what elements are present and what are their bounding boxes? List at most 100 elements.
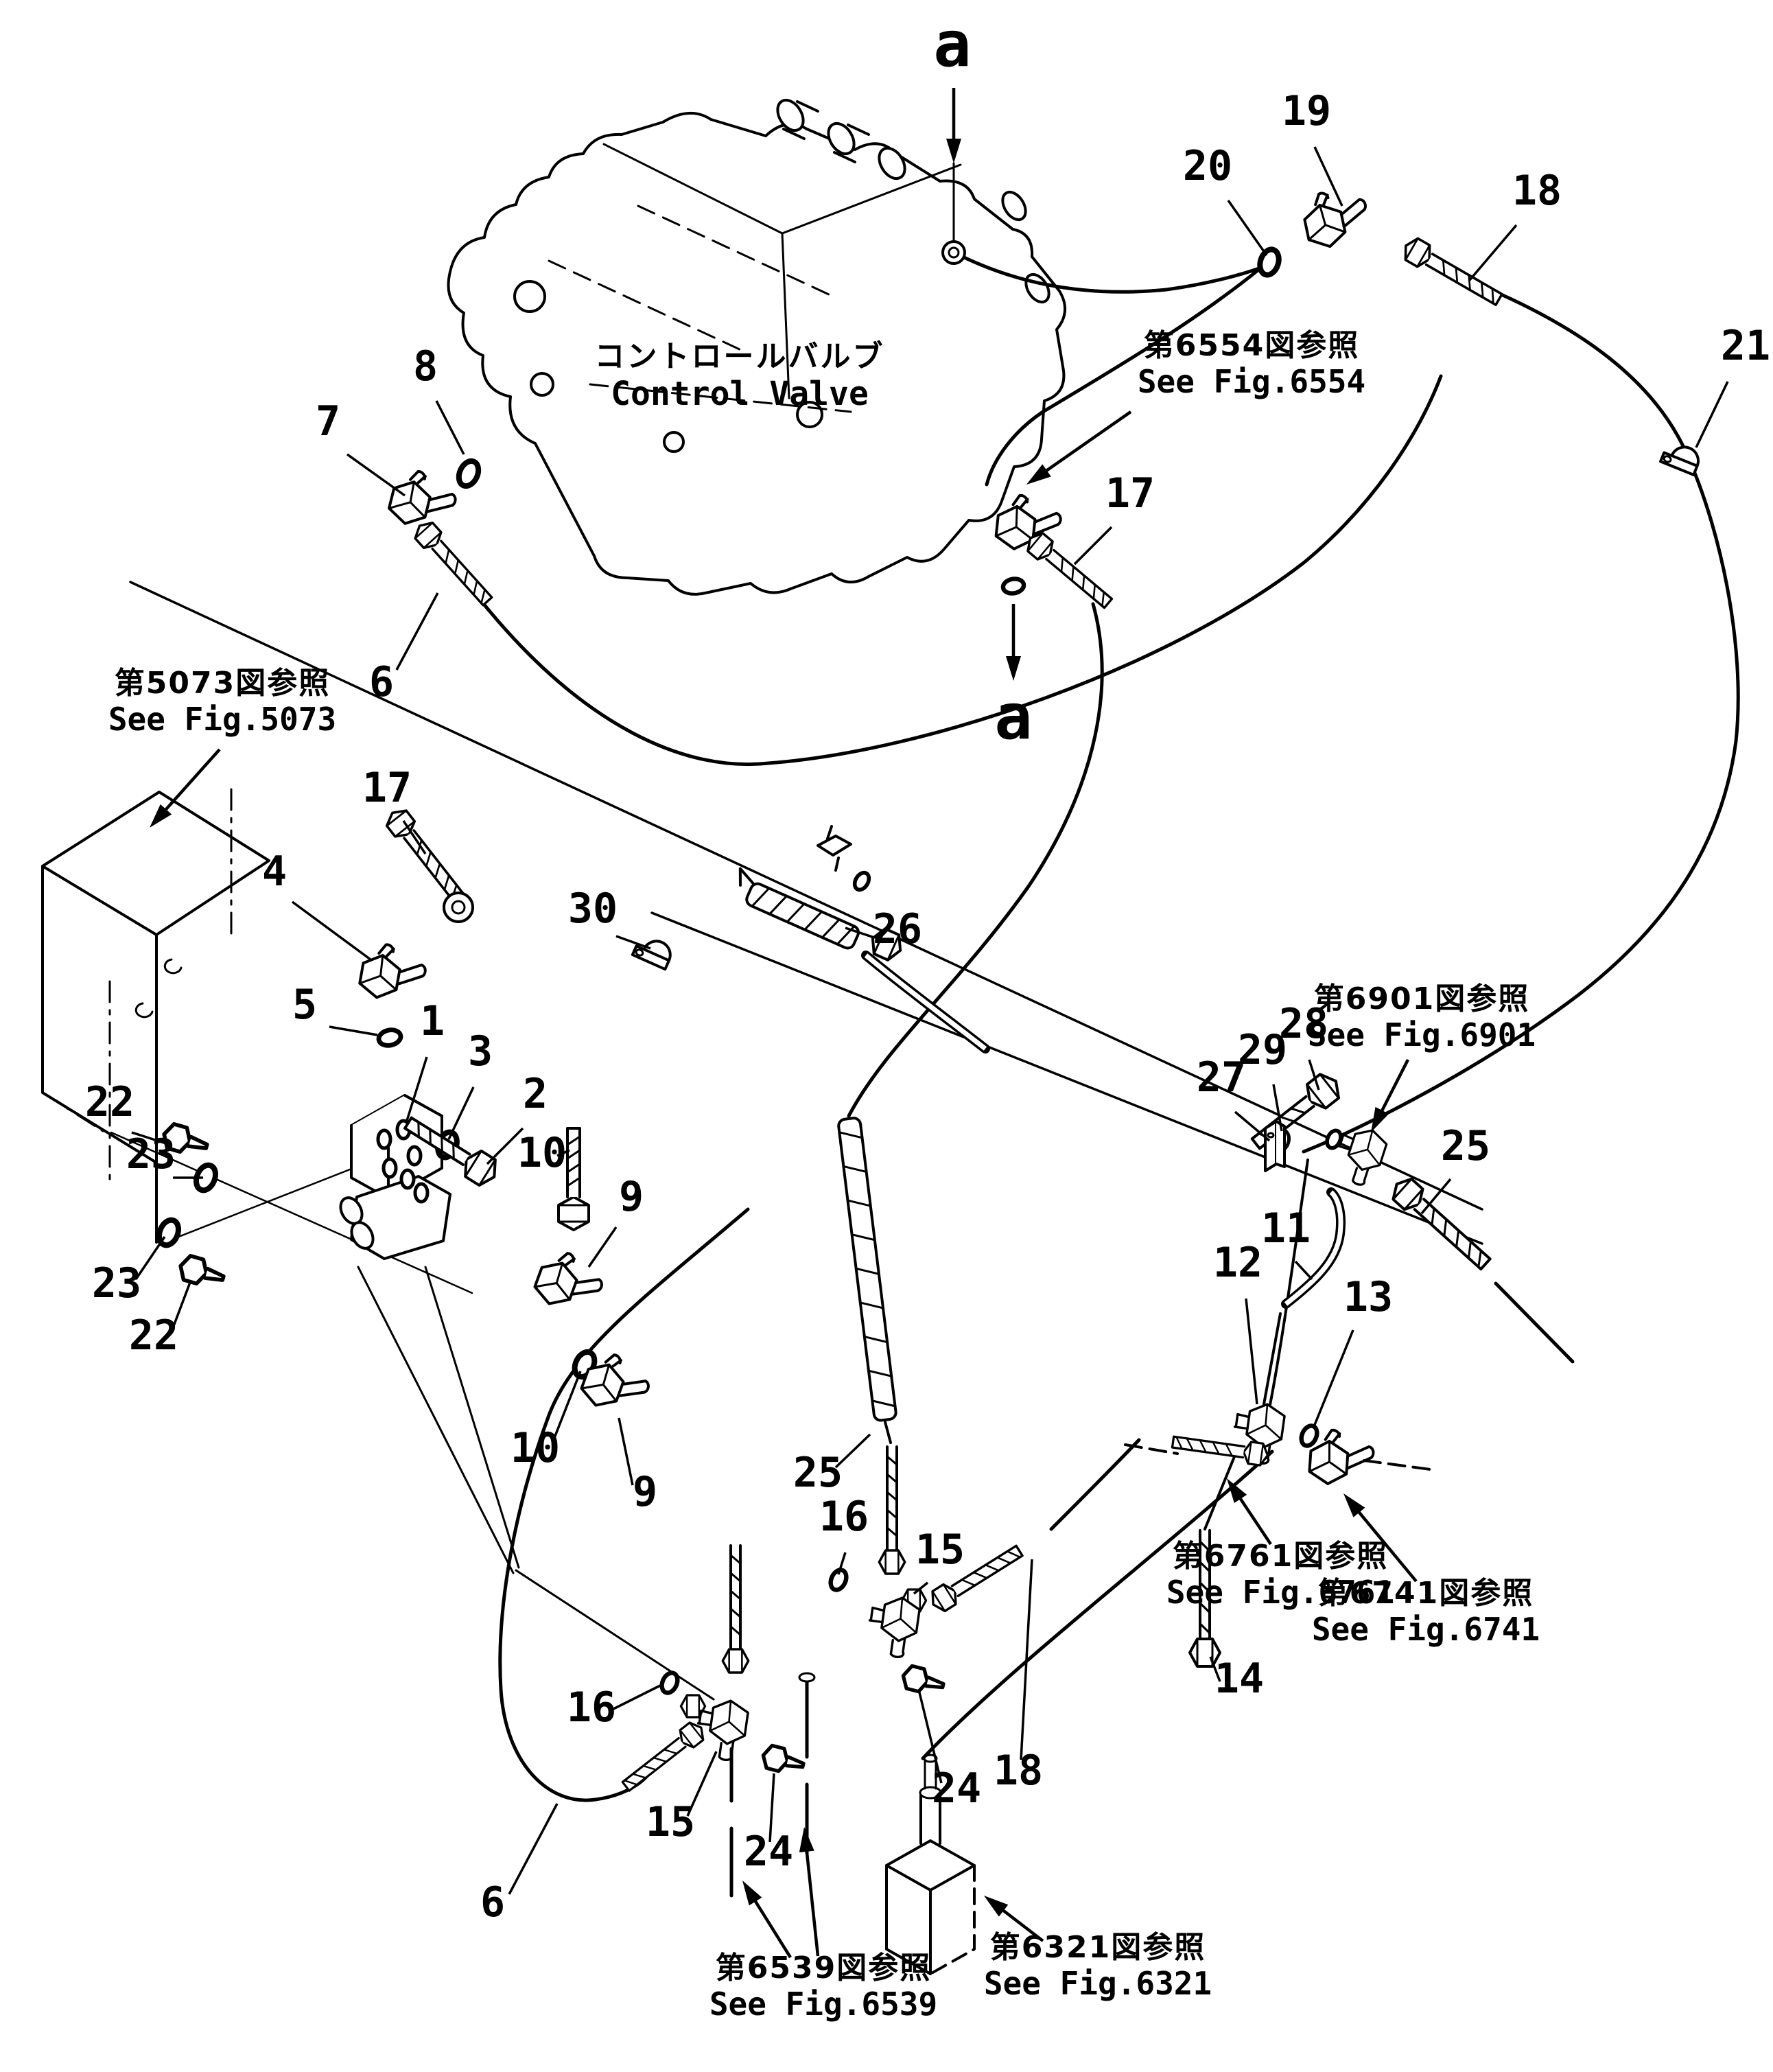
reference-note-jp: 第6901図参照: [1314, 981, 1529, 1016]
reference-note-en: See Fig.6554: [1138, 363, 1365, 400]
reference-note-jp: 第6741図参照: [1318, 1576, 1534, 1611]
part-label-2: 2: [523, 1070, 548, 1118]
leader-line: [1468, 224, 1518, 281]
part-label-9: 9: [633, 1468, 657, 1516]
part-label-15: 15: [915, 1526, 965, 1574]
leader-line: [329, 1025, 378, 1036]
oring-5: [377, 1028, 402, 1047]
part-label-26: 26: [873, 905, 922, 953]
leader-line: [405, 1056, 428, 1124]
fitting-26-assembly: [817, 825, 908, 965]
part-label-19: 19: [1282, 87, 1331, 135]
rod-above-tee-upper: [878, 1445, 906, 1575]
reference-note-jp: 第5073図参照: [115, 666, 330, 701]
wrapped-hose-26: [738, 867, 860, 950]
hoses: [478, 255, 1740, 1898]
oring-13: [1298, 1423, 1319, 1448]
leader-line: [131, 1131, 171, 1146]
part-label-20: 20: [1183, 142, 1232, 190]
part-label-17: 17: [362, 764, 412, 812]
reference-note-en: See Fig.6539: [709, 1986, 937, 2023]
part-label-13: 13: [1343, 1273, 1393, 1321]
leader-line: [402, 820, 427, 854]
part-label-8: 8: [413, 342, 438, 391]
part-label-24: 24: [744, 1828, 793, 1876]
elbow-fitting-6741: [1307, 1427, 1376, 1489]
part-label-5: 5: [292, 981, 317, 1029]
part-label-17: 17: [1105, 469, 1155, 517]
arrow-shaft: [154, 748, 221, 822]
view-label-a: a: [933, 8, 971, 81]
arrow-head: [1006, 656, 1021, 681]
part-label-27: 27: [1197, 1054, 1246, 1102]
leader-line: [834, 1433, 871, 1469]
hose-nipple-into-tee: [619, 1719, 707, 1795]
leader-line: [552, 1371, 582, 1442]
part-label-9: 9: [619, 1173, 644, 1221]
part-label-1: 1: [420, 997, 445, 1045]
part-label-23: 23: [126, 1130, 176, 1178]
leader-line: [613, 1684, 661, 1710]
part-label-4: 4: [262, 848, 287, 896]
part-label-25: 25: [793, 1449, 843, 1497]
arrow-head: [150, 804, 172, 828]
part-label-12: 12: [1213, 1239, 1263, 1287]
leader-line: [615, 935, 651, 950]
reference-note-en: See Fig.6741: [1312, 1611, 1540, 1648]
valve-6321: [885, 1754, 976, 1975]
plug-22-lower: [177, 1254, 226, 1290]
part-label-7: 7: [316, 397, 340, 445]
part-label-22: 22: [129, 1312, 178, 1360]
part-label-24: 24: [932, 1765, 981, 1813]
wrapped-hose-25: [837, 1117, 897, 1422]
leader-line: [1294, 1260, 1313, 1281]
leader-line: [1234, 1110, 1271, 1142]
reference-note-jp: 第6554図参照: [1144, 328, 1359, 363]
leader-line: [1695, 381, 1729, 448]
leader-line: [556, 1149, 570, 1157]
reference-note-en: See Fig.6321: [984, 1965, 1212, 2002]
leader-line: [837, 1552, 847, 1575]
control-valve-title-en: Control Valve: [611, 375, 869, 413]
part-label-10: 10: [510, 1424, 560, 1472]
leader-line: [486, 1127, 524, 1165]
leader-line: [1313, 146, 1343, 207]
part-label-28: 28: [1279, 1000, 1328, 1048]
arrow-head: [1026, 464, 1051, 485]
control-valve-body: [447, 98, 1067, 596]
rod-above-tee-lower: [721, 1544, 750, 1674]
hose-nipple-17-left: [383, 805, 474, 923]
fittings: [156, 183, 1704, 1975]
leader-line: [435, 400, 465, 455]
reference-note-jp: 第6321図参照: [990, 1930, 1206, 1965]
arrow-head: [984, 1896, 1009, 1917]
tee-fitting-6901: [1324, 1121, 1391, 1190]
arrow-head: [1371, 1106, 1389, 1132]
cab-platform: [41, 788, 270, 1244]
manifold-block-1: [339, 1094, 451, 1260]
plug-24-lower: [760, 1744, 806, 1776]
leader-line: [686, 1751, 718, 1817]
reference-note-jp: 第6761図参照: [1173, 1539, 1388, 1574]
part-label-11: 11: [1261, 1204, 1311, 1253]
oring-8: [455, 458, 482, 489]
reference-note-en: See Fig.6901: [1308, 1016, 1536, 1054]
hose-clamp-30: [631, 932, 677, 971]
part-label-10: 10: [517, 1129, 567, 1177]
arrow-head: [1343, 1493, 1365, 1517]
arrow-shaft: [1033, 410, 1132, 480]
leader-line: [913, 1581, 929, 1595]
leader-line: [587, 1226, 618, 1268]
reference-note-jp: 第6539図参照: [716, 1951, 931, 1986]
view-label-a: a: [994, 680, 1032, 754]
part-label-18: 18: [994, 1747, 1043, 1795]
leader-line: [346, 453, 406, 497]
part-label-15: 15: [646, 1798, 695, 1846]
leader-line: [1313, 1329, 1354, 1425]
reference-note-en: See Fig.5073: [108, 701, 336, 738]
part-label-30: 30: [568, 885, 618, 933]
